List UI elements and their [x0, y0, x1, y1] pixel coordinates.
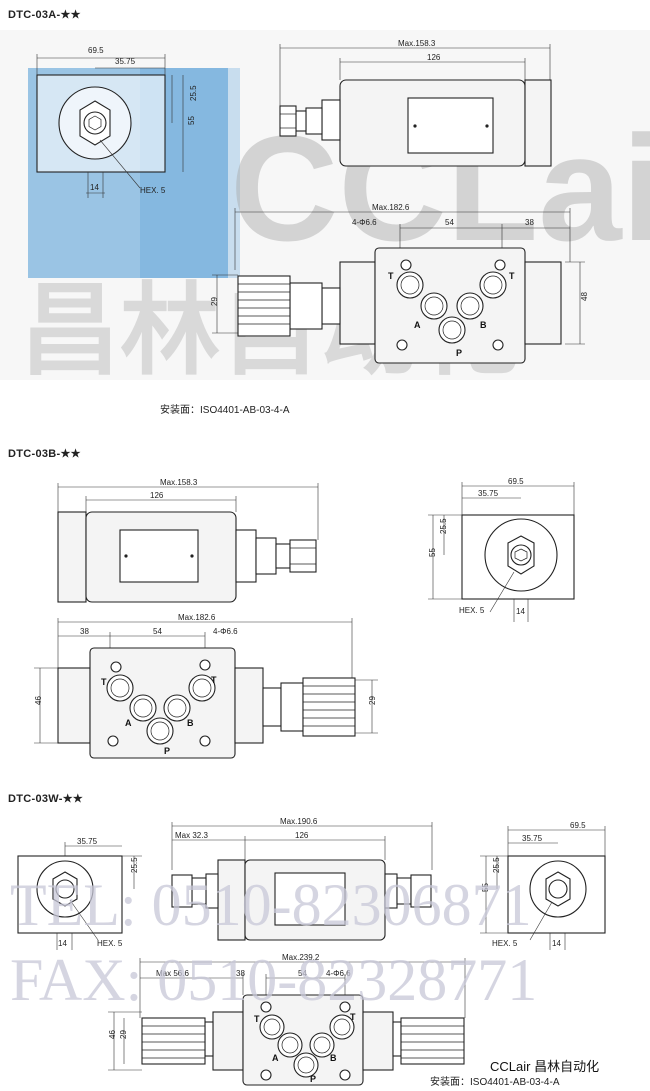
w-right-offset: 35.75	[522, 834, 543, 843]
w-mount-hole	[339, 1001, 351, 1013]
b-mount-hole	[110, 661, 122, 673]
a-port-p: P	[456, 348, 462, 358]
a-face-hr: 48	[580, 292, 589, 301]
a-port-b: B	[480, 320, 487, 330]
w-left-hex-label: HEX. 5	[97, 939, 123, 948]
section-b-title: DTC-03B-★★	[8, 448, 81, 460]
b-face-view: Max.182.6 38 54 4-Φ6.6 46 29 T T A B P	[34, 613, 378, 759]
w-face-hl1: 46	[108, 1030, 117, 1039]
b-face-hl: 46	[34, 696, 43, 705]
a-face-max: Max.182.6	[372, 203, 410, 212]
b-port-b: B	[187, 718, 194, 728]
w-side-view: Max.190.6 Max 32.3 126	[171, 817, 433, 941]
w-right-hex-width: 14	[552, 939, 561, 948]
b-face-holes: 4-Φ6.6	[213, 627, 238, 636]
a-top-hex-width: 14	[90, 183, 99, 192]
a-face-hl: 29	[210, 297, 219, 306]
b-face-d2: 54	[153, 627, 162, 636]
w-left-offset: 35.75	[77, 837, 98, 846]
w-right-width: 69.5	[570, 821, 586, 830]
a-mounting-surface: 安装面：ISO4401-AB-03-4-A	[160, 403, 290, 416]
a-top-h1: 25.5	[189, 85, 198, 101]
brand-caption: CCLair 昌林自动化	[490, 1059, 599, 1074]
b-end-offset: 35.75	[478, 489, 499, 498]
w-side-length: 126	[295, 831, 309, 840]
fax-watermark: FAX: 0510-82328771	[10, 947, 537, 1013]
w-right-h2: 55	[481, 883, 490, 892]
w-port-t-left: T	[254, 1014, 260, 1024]
a-port-a: A	[414, 320, 421, 330]
b-face-hr: 29	[368, 696, 377, 705]
b-face-max: Max.182.6	[178, 613, 216, 622]
a-side-length: 126	[427, 53, 441, 62]
a-top-offset: 35.75	[115, 57, 136, 66]
b-mount-hole	[199, 735, 211, 747]
a-mount-hole	[492, 339, 504, 351]
b-mount-hole	[107, 735, 119, 747]
a-port-t-left: T	[388, 271, 394, 281]
a-face-d1: 54	[445, 218, 454, 227]
tel-watermark: TEL: 0510-82306871	[10, 872, 532, 938]
a-face-holes: 4-Φ6.6	[352, 218, 377, 227]
w-mounting-surface: 安装面：ISO4401-AB-03-4-A	[430, 1075, 560, 1088]
w-side-max: Max.190.6	[280, 817, 318, 826]
w-face-d1: 38	[236, 969, 245, 978]
w-left-end-view: 35.75 25.5 14 HEX. 5	[17, 837, 142, 950]
a-mount-hole	[494, 259, 506, 271]
a-mount-hole	[400, 259, 412, 271]
w-face-hl2: 29	[119, 1030, 128, 1039]
section-w-title: DTC-03W-★★	[8, 793, 83, 805]
w-face-d2: 54	[298, 969, 307, 978]
b-port-t-left: T	[101, 677, 107, 687]
b-end-width: 69.5	[508, 477, 524, 486]
w-port-p: P	[310, 1074, 316, 1084]
a-top-view: 69.5 35.75 25.5 55 14 HEX. 5	[36, 46, 198, 198]
w-mount-hole	[260, 1001, 272, 1013]
w-face-view: Max.239.2 Max 56.6 38 54 4-Φ6.6 46 29 T …	[108, 953, 466, 1086]
b-end-h1: 25.5	[439, 518, 448, 534]
b-side-max: Max.158.3	[160, 478, 198, 487]
a-top-h2: 55	[187, 116, 196, 125]
b-port-t-right: T	[211, 675, 217, 685]
a-side-max: Max.158.3	[398, 39, 436, 48]
w-left-hex-width: 14	[58, 939, 67, 948]
w-mount-hole	[260, 1069, 272, 1081]
w-right-end-view: 69.5 35.75 55 25.5 HEX. 5 14	[480, 821, 606, 950]
b-end-hex-label: HEX. 5	[459, 606, 485, 615]
b-mount-hole	[199, 659, 211, 671]
section-a-title: DTC-03A-★★	[8, 9, 81, 21]
w-mount-hole	[339, 1069, 351, 1081]
w-side-max2: Max 32.3	[175, 831, 208, 840]
b-port-p: P	[164, 746, 170, 756]
a-face-d2: 38	[525, 218, 534, 227]
a-top-hex-label: HEX. 5	[140, 186, 166, 195]
b-port-a: A	[125, 718, 132, 728]
w-face-max2: Max 56.6	[156, 969, 189, 978]
w-right-h1: 25.5	[492, 857, 501, 873]
a-mount-hole	[396, 339, 408, 351]
w-port-t-right: T	[350, 1012, 356, 1022]
b-side-view: Max.158.3 126	[57, 478, 319, 603]
a-port-t-right: T	[509, 271, 515, 281]
w-right-hex-label: HEX. 5	[492, 939, 518, 948]
b-end-hex-width: 14	[516, 607, 525, 616]
b-end-view: 69.5 35.75 55 25.5 HEX. 5 14	[428, 477, 575, 622]
w-port-b: B	[330, 1053, 337, 1063]
a-top-width: 69.5	[88, 46, 104, 55]
a-face-view: Max.182.6 4-Φ6.6 54 38 48 29 T T A B P	[210, 203, 589, 364]
w-face-max: Max.239.2	[282, 953, 320, 962]
w-port-a: A	[272, 1053, 279, 1063]
b-face-d1: 38	[80, 627, 89, 636]
b-end-h2: 55	[428, 548, 437, 557]
a-side-view: Max.158.3 126	[279, 39, 552, 167]
b-side-length: 126	[150, 491, 164, 500]
w-left-h1: 25.5	[130, 857, 139, 873]
w-face-holes: 4-Φ6.6	[326, 969, 351, 978]
